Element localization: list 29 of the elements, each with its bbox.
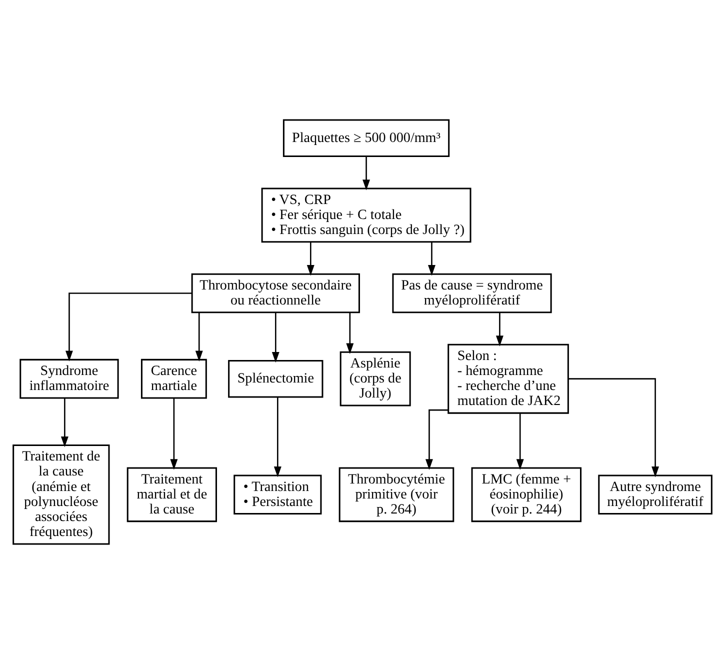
arrow: [424, 408, 448, 470]
node-box: Selon : - hémogramme - recherche d’une mutation de JAK2: [447, 343, 568, 414]
arrow: [273, 396, 281, 477]
node-box: • Transition • Persistante: [233, 474, 322, 514]
node-box: Traitement de la cause (anémie et polynucléose associées fréquentes): [12, 444, 110, 544]
node-box: LMC (femme + éosinophilie) (voir p. 244): [470, 466, 582, 522]
arrow: [271, 312, 279, 362]
arrow: [516, 412, 524, 470]
arrow: [64, 292, 192, 361]
arrow: [427, 242, 435, 276]
node-box: • VS, CRP • Fer sérique + C totale • Frottis sanguin (corps de Jolly ?): [260, 187, 471, 242]
arrow: [362, 156, 370, 190]
node-box: Pas de cause = syndrome myéloprolifératif: [392, 272, 552, 313]
arrow: [568, 378, 659, 477]
arrow: [170, 398, 178, 470]
node-box: Thrombocytose secondaire ou réactionnelle: [190, 272, 360, 313]
node-box: Asplénie (corps de Jolly): [339, 350, 410, 406]
arrow: [194, 312, 202, 361]
node-box: Autre syndrome myéloprolifératif: [598, 474, 712, 514]
node-box: Splénectomie: [228, 359, 323, 398]
arrow: [495, 312, 503, 346]
arrow: [60, 398, 68, 447]
node-box: Carence martiale: [140, 358, 206, 398]
node-box: Thrombocytémie primitive (voir p. 264): [338, 466, 454, 522]
arrow: [306, 242, 314, 276]
arrow: [346, 312, 354, 354]
node-box: Traitement martial et de la cause: [126, 466, 216, 522]
node-box: Syndrome inflammatoire: [19, 358, 118, 398]
node-box: Plaquettes ≥ 500 000/mm³: [282, 118, 450, 157]
